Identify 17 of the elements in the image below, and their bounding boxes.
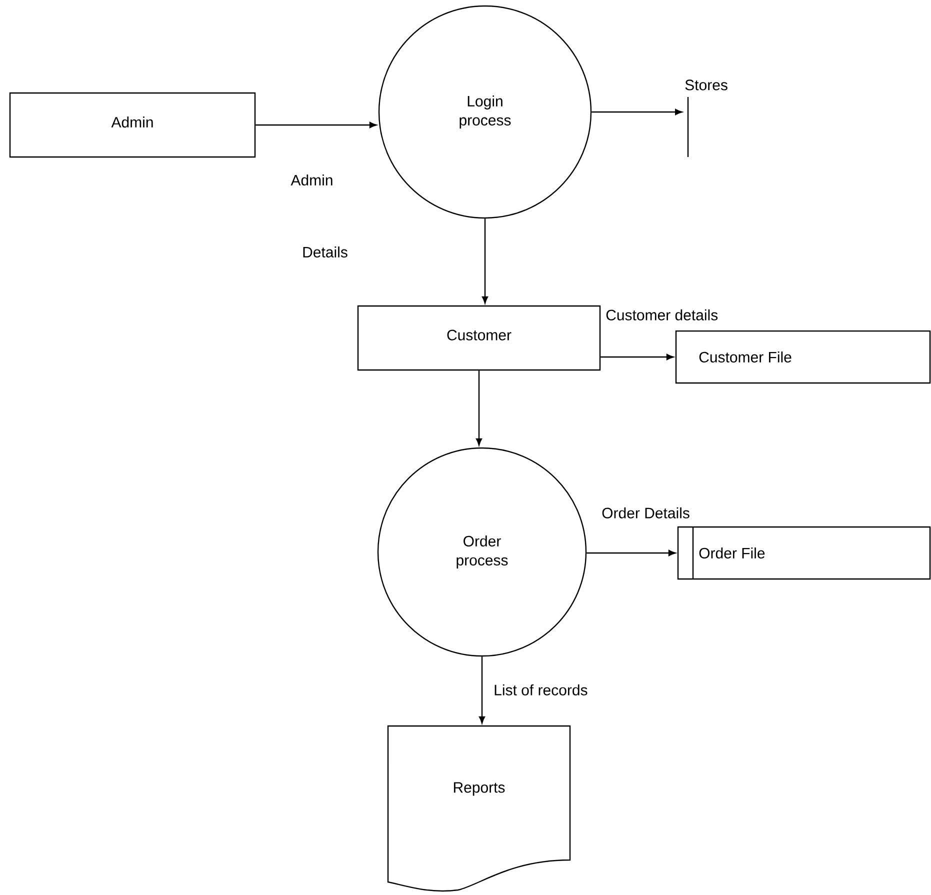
data-store: Stores	[685, 80, 728, 157]
edge-label: List of records	[492, 683, 589, 696]
edge-label: Customer details	[604, 308, 720, 322]
arrow	[600, 354, 674, 360]
arrow	[478, 656, 486, 724]
arrow	[256, 122, 377, 128]
entity-box: Customer	[357, 305, 601, 371]
flow-label: Details	[303, 246, 348, 258]
edge-label: Order Details	[600, 506, 691, 520]
arrow	[586, 550, 676, 556]
flow-label: Admin	[290, 174, 332, 186]
data-store: Order File	[677, 526, 931, 580]
process-box: Admin	[9, 92, 256, 158]
arrow	[482, 218, 488, 304]
data-store: Customer File	[675, 330, 931, 384]
arrow	[476, 370, 482, 446]
arrow	[592, 108, 682, 116]
